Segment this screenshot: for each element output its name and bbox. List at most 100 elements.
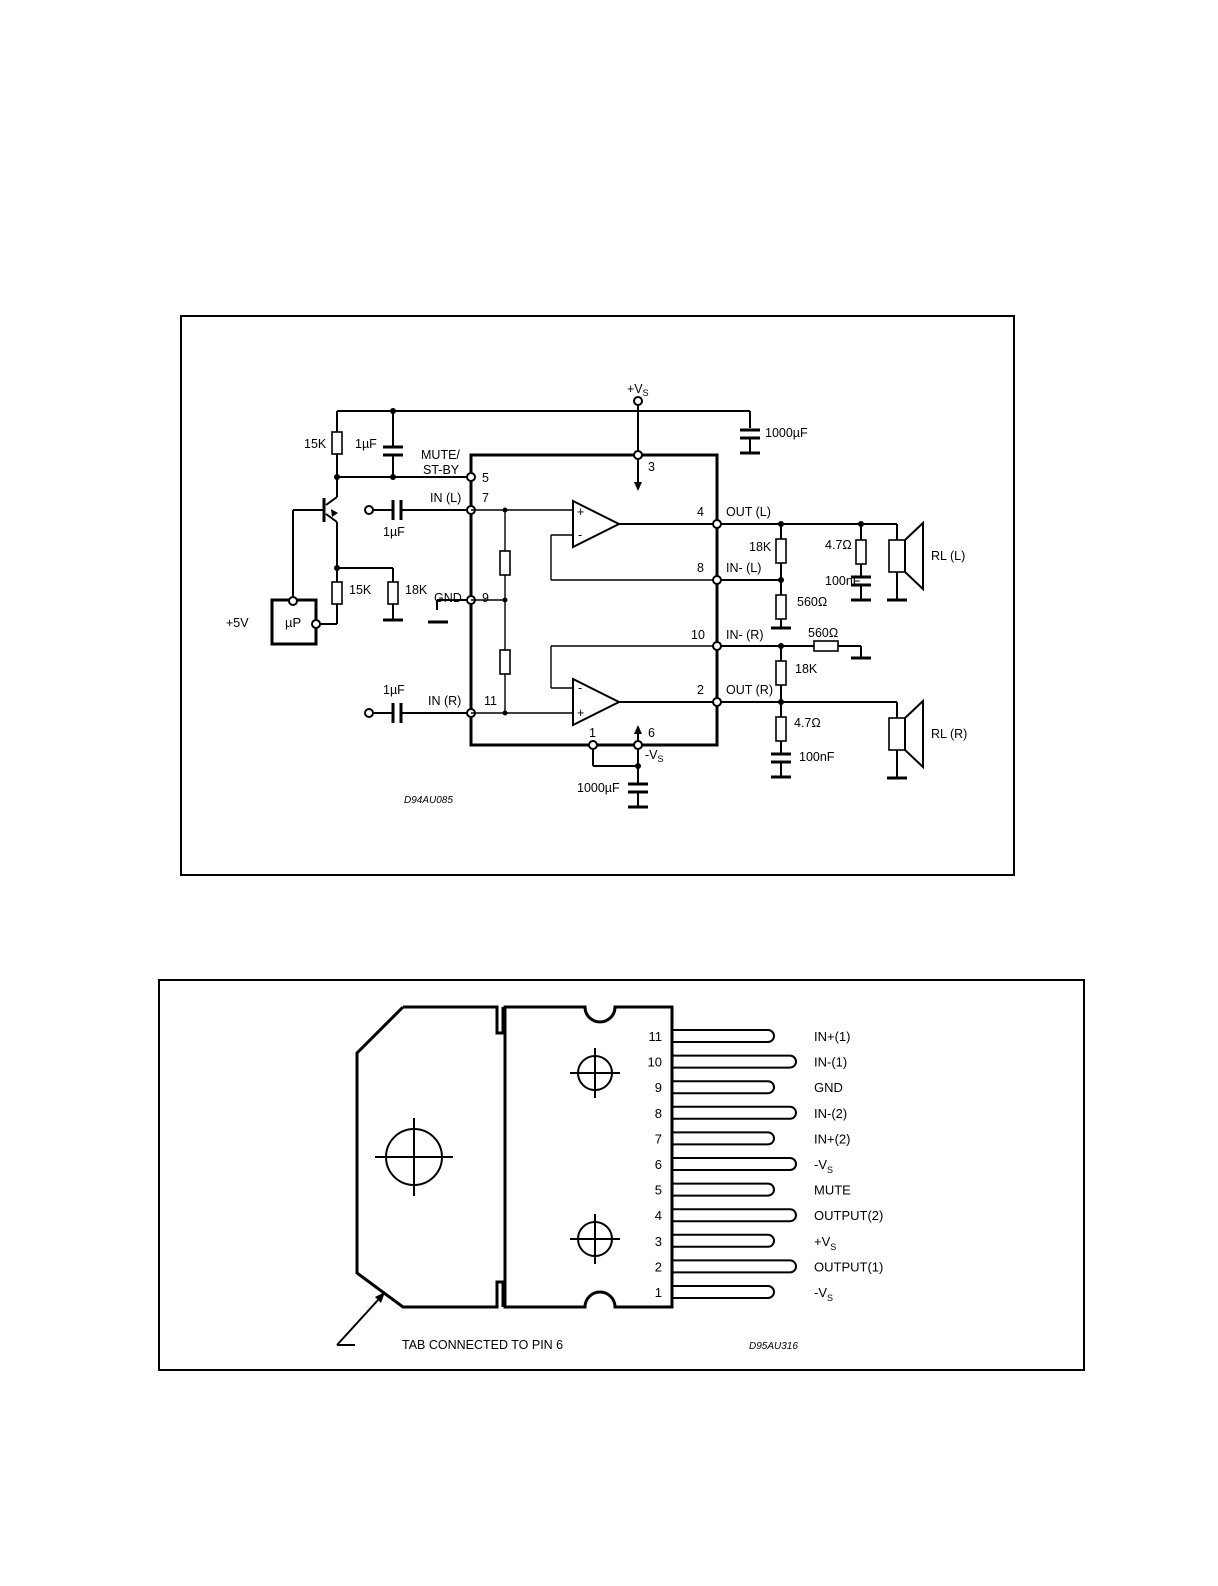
svg-text:IN (L): IN (L) xyxy=(430,491,461,505)
svg-text:+5V: +5V xyxy=(226,616,249,630)
pin-number: 8 xyxy=(655,1106,662,1121)
svg-text:11: 11 xyxy=(484,694,497,708)
internal-resistor-upper xyxy=(499,550,511,576)
svg-text:ST-BY: ST-BY xyxy=(423,463,460,477)
opamp-left xyxy=(572,499,622,549)
pin-lead-4 xyxy=(672,1208,797,1223)
opamp-right xyxy=(572,677,622,727)
resistor-15k-bottom xyxy=(331,581,343,605)
pin-label: +VS xyxy=(814,1234,836,1252)
svg-text:OUT (R): OUT (R) xyxy=(726,683,773,697)
pin-number: 11 xyxy=(649,1029,663,1044)
pin-lead-10 xyxy=(672,1054,797,1069)
schematic-frame xyxy=(180,315,1015,876)
resistor-560-right xyxy=(813,640,839,652)
pin-number: 10 xyxy=(648,1055,662,1070)
svg-text:+: + xyxy=(577,505,584,519)
package-frame xyxy=(158,979,1085,1371)
svg-text:15K: 15K xyxy=(304,437,327,451)
resistor-4-7-left xyxy=(855,539,867,565)
svg-text:-: - xyxy=(578,681,582,695)
svg-text:-: - xyxy=(578,528,582,542)
svg-text:MUTE/: MUTE/ xyxy=(421,448,460,462)
internal-resistor-lower xyxy=(499,649,511,675)
resistor-560-left xyxy=(775,594,787,620)
svg-text:1µF: 1µF xyxy=(355,437,377,451)
pin-label: OUTPUT(2) xyxy=(814,1208,883,1223)
pin-lead-3 xyxy=(672,1233,775,1248)
pin-label: OUTPUT(1) xyxy=(814,1259,883,1274)
pin-leads xyxy=(672,1029,797,1299)
svg-text:IN- (L): IN- (L) xyxy=(726,561,761,575)
svg-text:4.7Ω: 4.7Ω xyxy=(825,538,852,552)
resistor-18k-right xyxy=(775,660,787,686)
svg-text:RL (R): RL (R) xyxy=(931,727,967,741)
pin-label: IN-(1) xyxy=(814,1055,847,1070)
pin-number: 9 xyxy=(655,1080,662,1095)
svg-text:1µF: 1µF xyxy=(383,683,405,697)
svg-text:4: 4 xyxy=(697,505,704,519)
svg-text:3: 3 xyxy=(648,460,655,474)
svg-text:2: 2 xyxy=(697,683,704,697)
svg-text:1: 1 xyxy=(589,726,596,740)
schematic-code: D94AU085 xyxy=(404,795,453,806)
pin-lead-7 xyxy=(672,1131,775,1146)
pin-lead-6 xyxy=(672,1157,797,1171)
svg-text:+: + xyxy=(577,706,584,720)
vs-pos-label: +VS xyxy=(627,382,649,398)
svg-text:GND: GND xyxy=(434,591,462,605)
pin-label: IN+(2) xyxy=(814,1131,850,1146)
speaker-left xyxy=(888,539,906,573)
svg-text:100nF: 100nF xyxy=(825,574,861,588)
pin-lead-8 xyxy=(672,1105,797,1120)
pin-lead-5 xyxy=(672,1182,775,1197)
svg-text:18K: 18K xyxy=(405,583,428,597)
package-tab xyxy=(355,1005,505,1309)
pin-label: IN+(1) xyxy=(814,1029,850,1044)
pin-number: 3 xyxy=(655,1234,662,1249)
pin-lead-9 xyxy=(672,1080,775,1095)
svg-text:5: 5 xyxy=(482,471,489,485)
svg-text:4.7Ω: 4.7Ω xyxy=(794,716,821,730)
pin-label: -VS xyxy=(814,1285,833,1303)
svg-text:IN- (R): IN- (R) xyxy=(726,628,764,642)
svg-text:RL (L): RL (L) xyxy=(931,549,965,563)
vs-neg-label: -VS xyxy=(645,748,664,764)
svg-text:6: 6 xyxy=(648,726,655,740)
pin-label: MUTE xyxy=(814,1183,851,1198)
pin-label: IN-(2) xyxy=(814,1106,847,1121)
tab-note: TAB CONNECTED TO PIN 6 xyxy=(402,1338,563,1352)
pin-number: 5 xyxy=(655,1183,662,1198)
application-schematic: +VS 1000µF 3 15K 1µF MUTE/ ST-BY 5 xyxy=(180,315,1015,876)
svg-text:1µF: 1µF xyxy=(383,525,405,539)
svg-text:10: 10 xyxy=(691,628,705,642)
svg-text:µP: µP xyxy=(285,615,301,630)
pin-label: -VS xyxy=(814,1157,833,1175)
svg-text:560Ω: 560Ω xyxy=(808,626,838,640)
pin-number: 6 xyxy=(655,1157,662,1172)
svg-text:1000µF: 1000µF xyxy=(577,781,620,795)
resistor-18k-mute xyxy=(387,581,399,605)
speaker-right xyxy=(888,717,906,751)
resistor-15k-top xyxy=(331,431,343,455)
pin-lead-11 xyxy=(672,1029,775,1043)
pin-lead-1 xyxy=(672,1285,775,1299)
svg-text:18K: 18K xyxy=(749,540,772,554)
svg-text:100nF: 100nF xyxy=(799,750,835,764)
package-code: D95AU316 xyxy=(749,1341,798,1352)
svg-text:560Ω: 560Ω xyxy=(797,595,827,609)
pin-lead-2 xyxy=(672,1259,797,1274)
svg-text:9: 9 xyxy=(482,591,489,605)
svg-text:15K: 15K xyxy=(349,583,372,597)
svg-text:18K: 18K xyxy=(795,662,818,676)
pin-label: GND xyxy=(814,1080,843,1095)
pin-number: 4 xyxy=(655,1208,662,1223)
svg-text:8: 8 xyxy=(697,561,704,575)
resistor-18k-left xyxy=(775,538,787,564)
resistor-4-7-right xyxy=(775,716,787,742)
pin-number: 1 xyxy=(655,1285,662,1300)
pin-number: 2 xyxy=(655,1259,662,1274)
